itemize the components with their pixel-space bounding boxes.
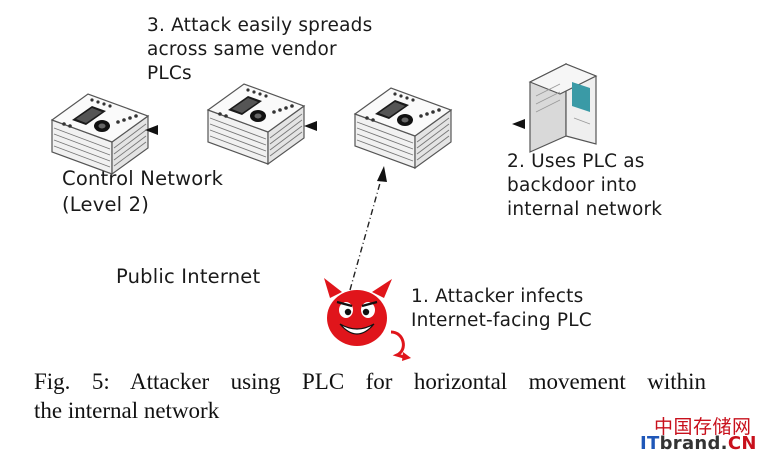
server-icon [528, 63, 598, 153]
arrowhead-icon [145, 125, 158, 135]
control-network-label: Control Network (Level 2) [62, 167, 224, 216]
step2-label: 2. Uses PLC as backdoor into internal ne… [507, 151, 663, 220]
plc-icon [354, 87, 452, 169]
plc-icon [207, 83, 305, 165]
step1-label: 1. Attacker infects Internet-facing PLC [411, 286, 592, 331]
figure-caption: Fig. 5: Attacker using PLC for horizonta… [34, 369, 706, 423]
arrowhead-icon [304, 121, 317, 131]
step3-label: 3. Attack easily spreads across same ven… [147, 15, 373, 84]
plc-icon [51, 93, 149, 175]
watermark-brand: ITbrand.CN [640, 433, 757, 454]
attack-path-line [349, 175, 383, 291]
public-internet-label: Public Internet [116, 265, 261, 288]
arrowhead-icon [377, 166, 387, 182]
arrowhead-icon [512, 119, 525, 129]
watermark-chinese: 中国存储网 [654, 416, 752, 438]
devil-icon [324, 278, 411, 361]
